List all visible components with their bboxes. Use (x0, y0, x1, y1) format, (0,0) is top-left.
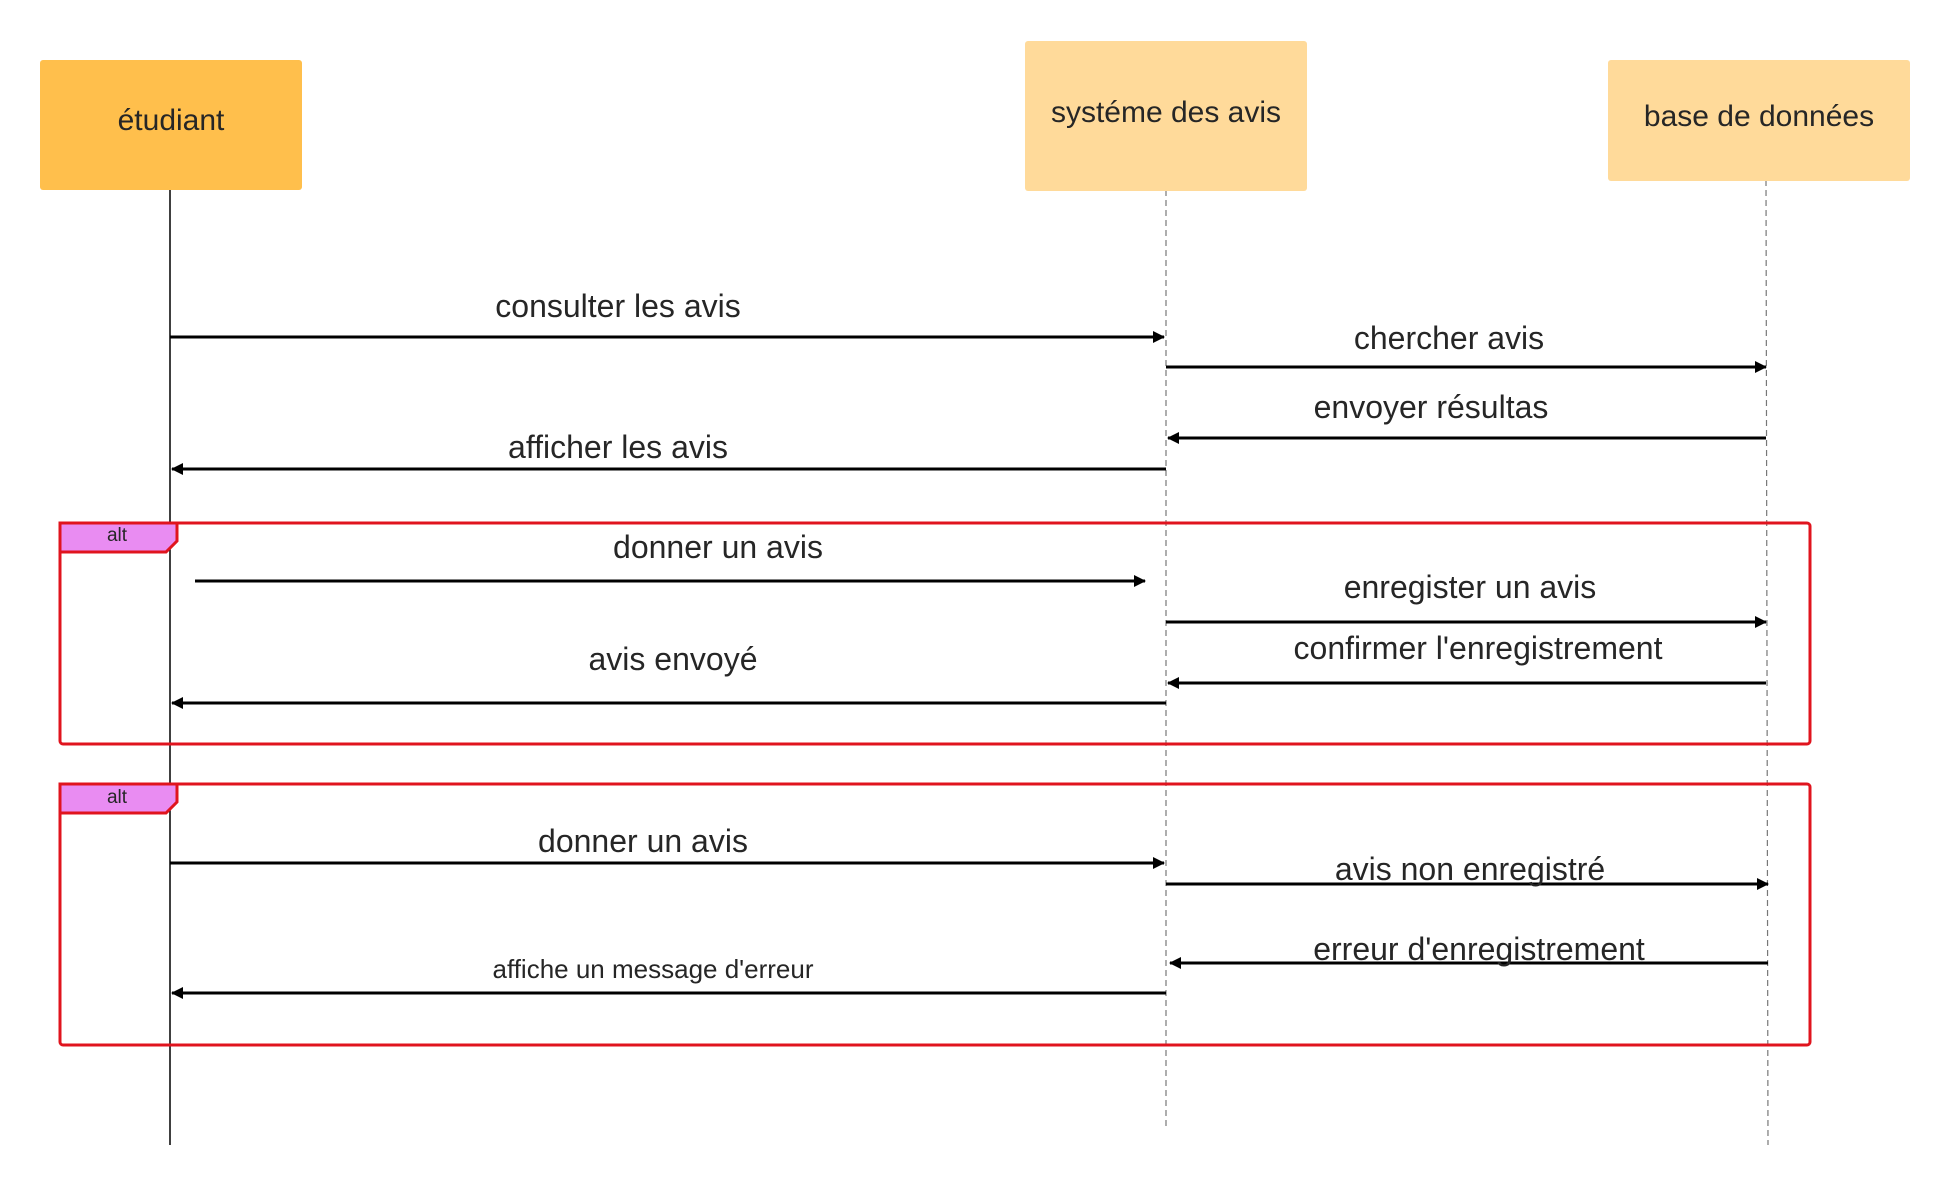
message-enregister-un-avis: enregister un avis (1166, 569, 1767, 628)
message-confirmer-enregistrement: confirmer l'enregistrement (1167, 630, 1766, 689)
fragment-tag (58, 782, 179, 815)
lifeline-bdd (1765, 179, 1769, 1146)
message-donner-un-avis-2: donner un avis (170, 823, 1165, 869)
message-affiche-message-erreur: affiche un message d'erreur (171, 954, 1166, 999)
message-avis-envoye: avis envoyé (171, 641, 1166, 709)
message-label: confirmer l'enregistrement (1294, 630, 1663, 666)
message-label: affiche un message d'erreur (492, 954, 813, 984)
fragment-border (58, 782, 1812, 1047)
message-label: erreur d'enregistrement (1313, 931, 1645, 967)
message-label: envoyer résultas (1314, 389, 1549, 425)
actor-etudiant: étudiant (40, 60, 302, 190)
actor-bdd: base de données (1608, 60, 1910, 181)
message-avis-non-enregistre: avis non enregistré (1166, 851, 1769, 890)
alt-fragment-1: alt donner un avis enregister un avis co… (58, 521, 1812, 746)
message-envoyer-resultas: envoyer résultas (1167, 389, 1766, 444)
actor-label: étudiant (118, 104, 225, 137)
message-donner-un-avis: donner un avis (195, 529, 1146, 587)
message-afficher-les-avis: afficher les avis (171, 429, 1166, 475)
message-label: avis non enregistré (1335, 851, 1605, 887)
message-label: enregister un avis (1344, 569, 1597, 605)
message-consulter-les-avis: consulter les avis (170, 288, 1165, 343)
actor-label: systéme des avis (1051, 96, 1281, 129)
actor-systeme: systéme des avis (1025, 41, 1307, 191)
message-label: donner un avis (613, 529, 823, 565)
message-label: consulter les avis (495, 288, 740, 324)
fragment-tag (58, 521, 179, 554)
message-label: afficher les avis (508, 429, 728, 465)
actor-label: base de données (1644, 100, 1874, 133)
fragment-tag-label: alt (107, 787, 128, 808)
message-label: chercher avis (1354, 320, 1544, 356)
message-label: avis envoyé (589, 641, 758, 677)
message-erreur-enregistrement: erreur d'enregistrement (1169, 931, 1768, 969)
message-label: donner un avis (538, 823, 748, 859)
fragment-border (58, 521, 1812, 746)
alt-fragment-2: alt donner un avis avis non enregistré e… (58, 782, 1812, 1047)
message-chercher-avis: chercher avis (1166, 320, 1767, 373)
fragment-tag-label: alt (107, 525, 128, 546)
